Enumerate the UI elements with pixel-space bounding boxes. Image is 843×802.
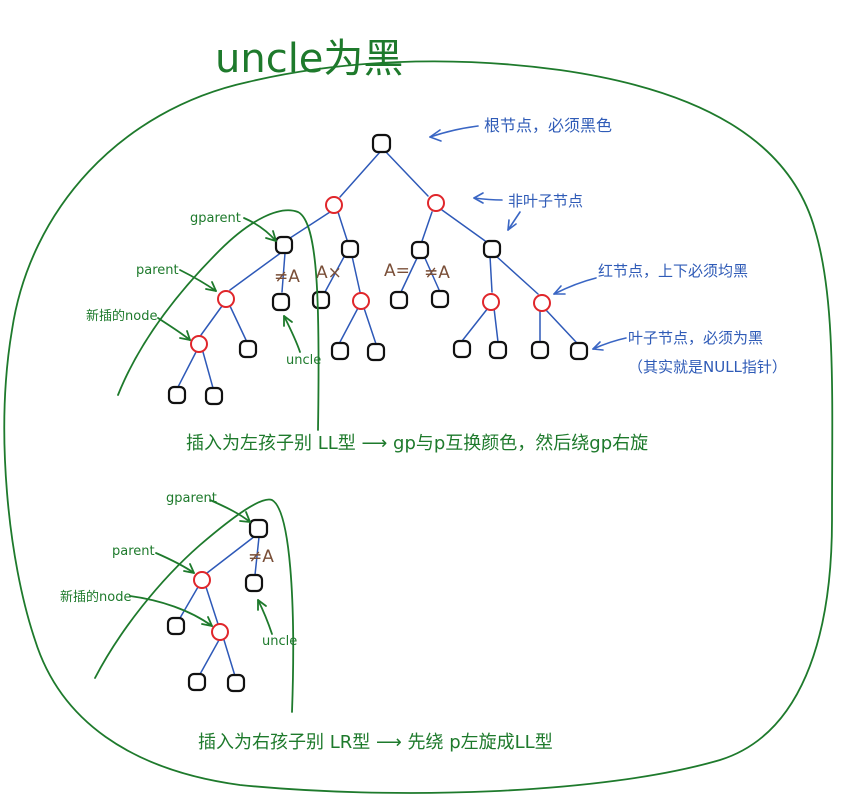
new-node (190, 335, 208, 353)
gparent-label: gparent (190, 211, 241, 226)
black-node (330, 341, 350, 361)
parent-label: parent (136, 263, 179, 278)
gparent-label-bottom: gparent (166, 491, 217, 506)
black-node (530, 340, 550, 360)
black-node (204, 386, 224, 406)
new-node-label-bottom: 新插的node (60, 589, 131, 605)
gparent-node (248, 518, 269, 539)
black-node (226, 673, 246, 693)
black-node (452, 339, 472, 359)
a-x-label: A× (316, 263, 342, 283)
gparent-node (274, 235, 294, 255)
red-rule-annotation: 红节点，上下必须均黑 (598, 262, 748, 280)
black-node (340, 239, 360, 259)
black-node (430, 289, 450, 309)
not-a-label: ≠A (274, 267, 300, 287)
black-node (238, 339, 258, 359)
green-arrows-bottom (94, 498, 295, 713)
red-node (533, 294, 551, 312)
parent-node (217, 290, 235, 308)
red-node (352, 292, 370, 310)
new-node-label: 新插的node (86, 308, 157, 324)
a-eq-label: A= (384, 261, 410, 281)
leaf-annotation-line2: （其实就是NULL指针） (628, 358, 787, 376)
internal-annotation: 非叶子节点 (508, 192, 583, 210)
black-node (167, 385, 187, 405)
black-node (366, 342, 386, 362)
root-node (371, 133, 392, 154)
new-node (211, 623, 229, 641)
black-node (389, 290, 409, 310)
parent-node (193, 571, 211, 589)
blue-arrows (429, 125, 627, 351)
black-node (410, 240, 430, 260)
case-ll-text: 插入为左孩子别 LL型 ⟶ gp与p互换颜色，然后绕gp右旋 (186, 433, 648, 454)
green-arrows-top (117, 209, 320, 431)
parent-label-bottom: parent (112, 544, 155, 559)
enclosing-loop (3, 60, 834, 794)
bottom-tree-edges (179, 535, 260, 677)
title: uncle为黑 (215, 36, 403, 82)
uncle-node (244, 573, 264, 593)
black-node (311, 290, 331, 310)
uncle-node (271, 292, 291, 312)
black-node (166, 616, 186, 636)
uncle-label: uncle (286, 353, 321, 368)
black-node (488, 340, 508, 360)
red-node (482, 293, 500, 311)
not-a-label-bottom: ≠A (248, 547, 274, 567)
black-node (187, 672, 207, 692)
root-annotation: 根节点，必须黑色 (484, 116, 612, 135)
bottom-tree-nodes (166, 518, 269, 693)
red-node-right (427, 194, 445, 212)
black-node (482, 239, 502, 259)
black-node (569, 341, 589, 361)
top-tree-edges (177, 151, 577, 389)
uncle-label-bottom: uncle (262, 634, 297, 649)
case-lr-text: 插入为右孩子别 LR型 ⟶ 先绕 p左旋成LL型 (198, 732, 553, 753)
red-node-left (325, 196, 343, 214)
top-tree-nodes (167, 133, 589, 406)
leaf-annotation-line1: 叶子节点，必须为黑 (628, 329, 763, 347)
not-a-label-2: ≠A (424, 263, 450, 283)
